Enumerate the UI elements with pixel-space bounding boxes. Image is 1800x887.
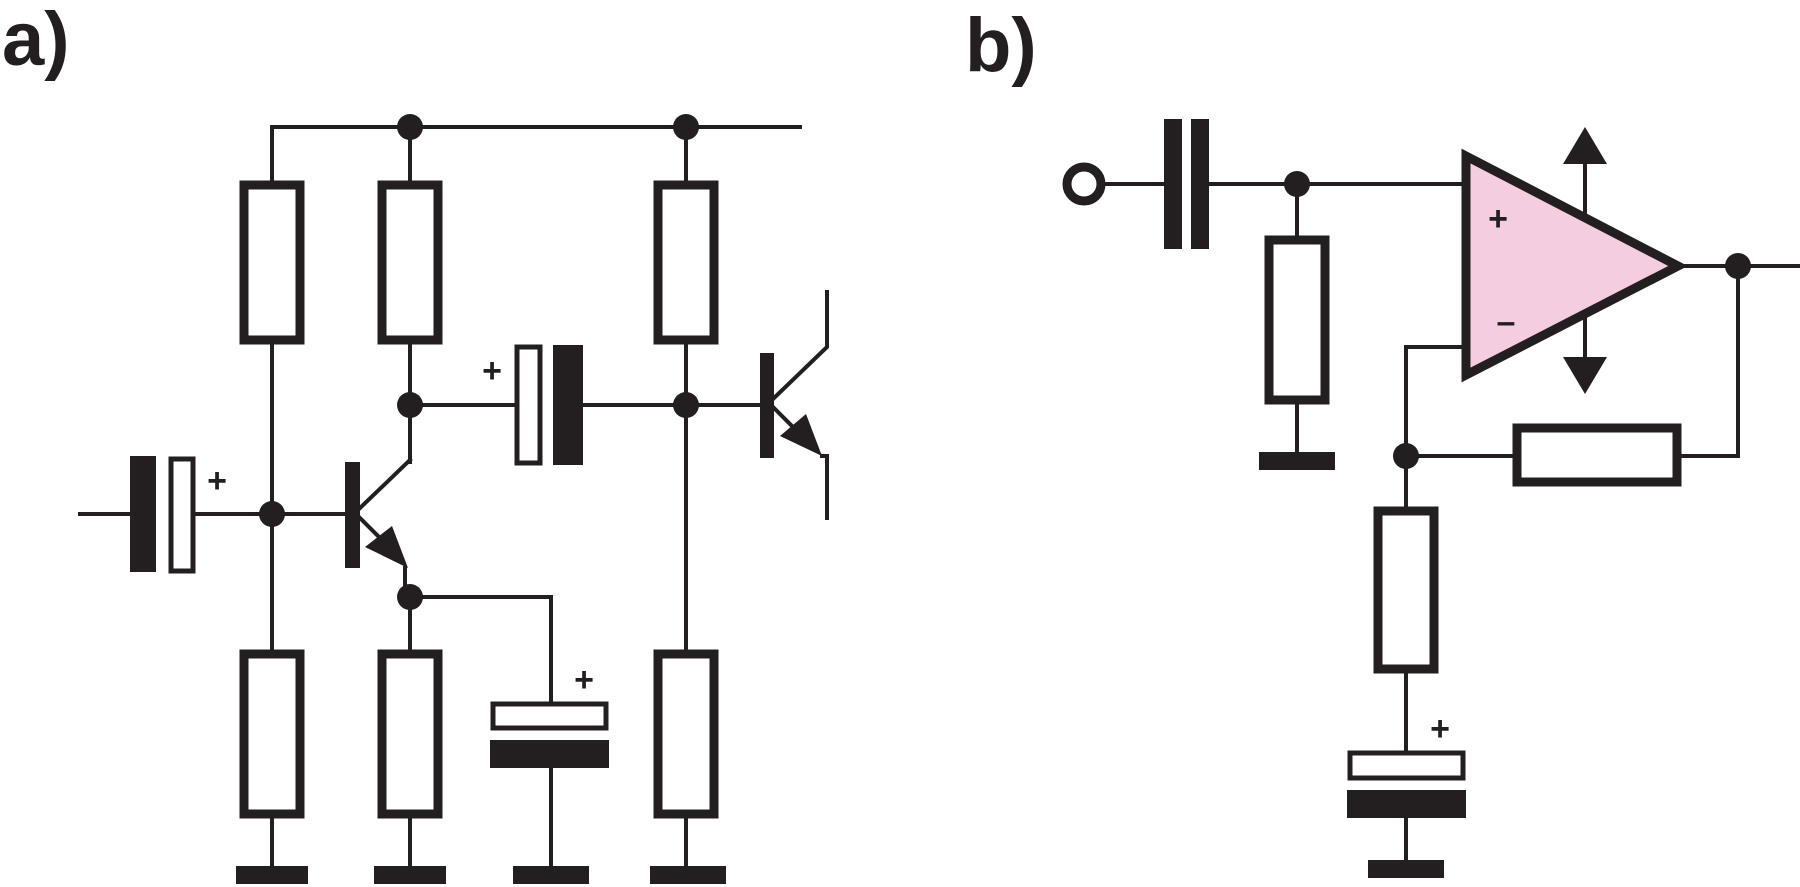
junction-rail-1 [397,114,423,140]
circuit-a: + + + [78,114,829,884]
ground-5 [1259,452,1335,470]
junction-rail-2 [673,114,699,140]
junction-input [1284,171,1310,197]
circuit-b: + – + [1062,119,1800,878]
ground-2 [374,866,446,884]
junction-base2 [673,392,699,418]
q1-collector-lead [357,457,413,511]
coupling-capacitor-positive [514,344,543,466]
op-amp-noninverting-sign: + [1488,200,1508,238]
junction-output [1725,253,1751,279]
q2-emitter-lead [771,405,795,429]
bypass-capacitor-plate [490,740,609,768]
ground-leg-capacitor-positive [1347,750,1466,781]
junction-feedback [1393,443,1419,469]
resistor-bias [1264,235,1330,405]
supply-positive-arrow [1563,127,1607,164]
bypass-capacitor-plus: + [574,661,594,699]
ground-leg-capacitor-plate [1347,790,1466,818]
q1-base-bar [345,462,360,568]
resistor-r5 [653,180,719,345]
junction-emitter [397,584,423,610]
op-amp-inverting-sign: – [1497,303,1516,341]
input-capacitor-plate-left [1164,119,1182,249]
ground-1 [236,866,308,884]
q2-emitter-wire [820,454,829,520]
ground-3 [513,866,589,884]
supply-negative-arrow [1563,357,1607,394]
input-capacitor-plate-right [1191,119,1209,249]
panel-a-label: a) [2,0,70,82]
ground-6 [1368,860,1444,878]
panel-b-label: b) [965,3,1037,88]
op-amp [1461,148,1688,383]
input-capacitor-positive [168,456,196,574]
resistor-r1 [239,180,305,345]
wire-feedback-right [1679,264,1740,458]
coupling-capacitor-plate [553,345,583,465]
junction-base1 [259,501,285,527]
resistor-r2 [377,180,443,345]
resistor-r4 [377,649,443,819]
ground-leg-capacitor-plus: + [1430,710,1450,748]
junction-collector [397,392,423,418]
ground-4 [650,866,726,884]
q1-emitter-lead [357,515,383,541]
q2-emitter-arrow [780,414,822,456]
resistor-ground-leg [1373,506,1439,674]
supply-rail [270,125,802,187]
wire-inverting-input [1404,345,1468,458]
wire-emitter-bypass [408,595,553,706]
input-capacitor-plate [130,456,156,572]
input-terminal [1062,162,1106,206]
bypass-capacitor-positive [490,701,609,731]
q2-base-bar [760,353,774,458]
resistor-feedback [1512,423,1682,487]
resistor-r3 [239,649,305,819]
q2-collector-lead [771,290,829,401]
input-capacitor-plus: + [207,462,227,500]
q1-emitter-arrow [365,526,408,568]
coupling-capacitor-plus: + [482,352,502,390]
resistor-r6 [653,649,719,819]
